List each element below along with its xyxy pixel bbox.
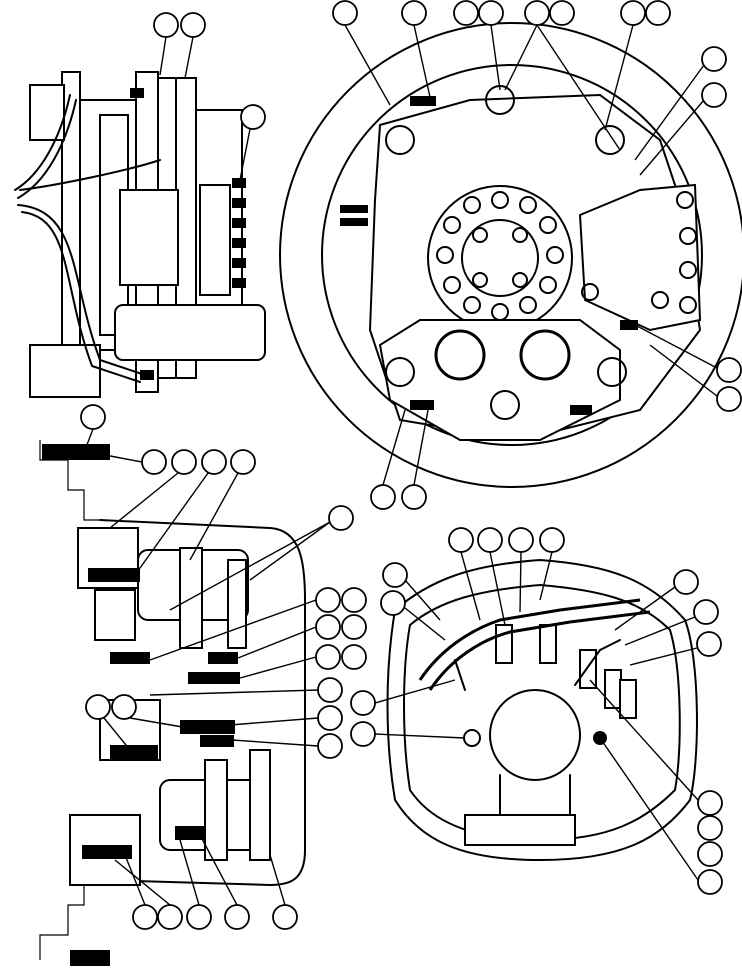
callout-balloon xyxy=(171,449,197,475)
callout-balloon xyxy=(315,614,341,640)
callout-balloon xyxy=(453,0,479,26)
callout-balloon xyxy=(111,694,137,720)
callout-balloon xyxy=(524,0,550,26)
callout-balloon xyxy=(539,527,565,553)
callout-balloon xyxy=(157,904,183,930)
callout-balloon xyxy=(201,449,227,475)
callout-balloon xyxy=(673,569,699,595)
callout-balloon xyxy=(380,590,406,616)
top-left-side-view xyxy=(14,71,266,398)
callout-balloon xyxy=(317,733,343,759)
callout-balloon xyxy=(341,644,367,670)
callout-balloon xyxy=(153,12,179,38)
callout-balloon xyxy=(697,815,723,841)
callout-balloon xyxy=(132,904,158,930)
callout-balloon xyxy=(141,449,167,475)
callout-balloon xyxy=(341,587,367,613)
callout-balloon xyxy=(370,484,396,510)
callout-balloon xyxy=(701,82,727,108)
callout-balloon xyxy=(477,527,503,553)
bottom-right-housing-view xyxy=(386,559,698,861)
callout-balloon xyxy=(696,631,722,657)
callout-balloon xyxy=(315,644,341,670)
callout-balloon xyxy=(697,841,723,867)
callout-balloon xyxy=(230,449,256,475)
callout-balloon xyxy=(620,0,646,26)
callout-balloon xyxy=(549,0,575,26)
callout-balloon xyxy=(341,614,367,640)
callout-balloon xyxy=(701,46,727,72)
top-right-front-view xyxy=(279,22,742,488)
callout-balloon xyxy=(224,904,250,930)
callouts xyxy=(80,0,742,930)
callout-balloon xyxy=(478,0,504,26)
callout-balloon xyxy=(350,690,376,716)
callout-balloon xyxy=(697,869,723,895)
callout-balloon xyxy=(80,404,106,430)
callout-balloon xyxy=(350,721,376,747)
bottom-left-cross-section xyxy=(39,440,306,966)
callout-balloon xyxy=(272,904,298,930)
callout-balloon xyxy=(180,12,206,38)
callout-balloon xyxy=(317,705,343,731)
callout-balloon xyxy=(382,562,408,588)
callout-balloon xyxy=(332,0,358,26)
callout-balloon xyxy=(328,505,354,531)
callout-balloon xyxy=(508,527,534,553)
callout-balloon xyxy=(448,527,474,553)
callout-balloon xyxy=(401,484,427,510)
callout-balloon xyxy=(315,587,341,613)
callout-balloon xyxy=(645,0,671,26)
callout-balloon xyxy=(401,0,427,26)
callout-balloon xyxy=(716,386,742,412)
callout-balloon xyxy=(186,904,212,930)
callout-balloon xyxy=(317,677,343,703)
callout-balloon xyxy=(693,599,719,625)
callout-balloon xyxy=(716,357,742,383)
callout-balloon xyxy=(697,790,723,816)
callout-balloon xyxy=(240,104,266,130)
callout-balloon xyxy=(85,694,111,720)
